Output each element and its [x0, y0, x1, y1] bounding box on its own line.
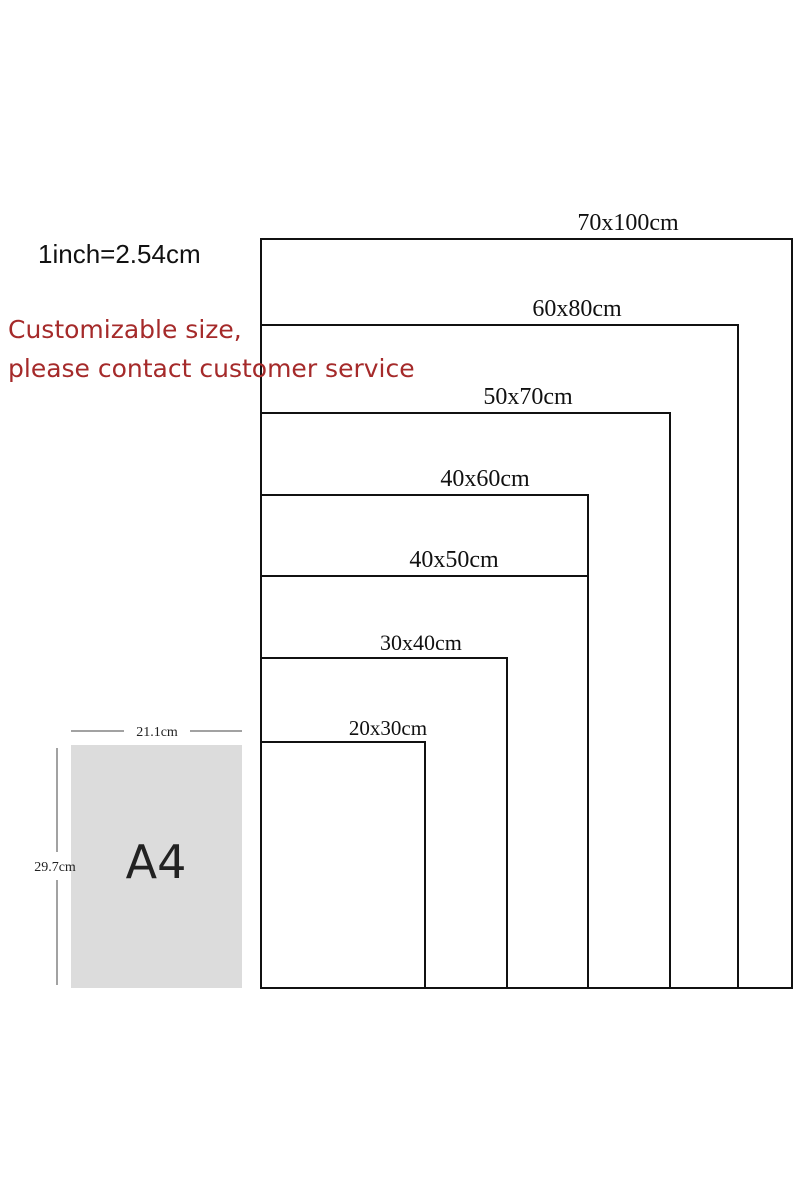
frame-40x60 [261, 494, 589, 988]
size-label-20x30: 20x30cm [349, 716, 427, 740]
frame-30x40 [261, 657, 508, 988]
size-label-70x100: 70x100cm [577, 210, 679, 236]
size-label-30x40: 30x40cm [380, 630, 462, 655]
a4-width-label: 21.1cm [136, 725, 178, 740]
frame-60x80 [261, 324, 739, 988]
frame-20x30 [261, 741, 426, 988]
conversion-note: 1inch=2.54cm [38, 239, 201, 269]
size-label-40x60: 40x60cm [440, 466, 530, 492]
custom-size-note-line1: Customizable size, [8, 315, 242, 344]
size-label-50x70: 50x70cm [483, 384, 573, 410]
custom-size-note-line2: please contact customer service [8, 354, 415, 383]
a4-reference: A4 21.1cm 29.7cm [34, 725, 242, 988]
frames-group [260, 238, 793, 989]
size-label-60x80: 60x80cm [532, 296, 622, 322]
size-label-40x50: 40x50cm [409, 547, 499, 573]
frame-50x70 [261, 412, 671, 988]
a4-label: A4 [126, 835, 187, 889]
a4-sheet [71, 745, 242, 988]
a4-height-label: 29.7cm [34, 860, 76, 875]
frame-70x100 [260, 238, 793, 989]
